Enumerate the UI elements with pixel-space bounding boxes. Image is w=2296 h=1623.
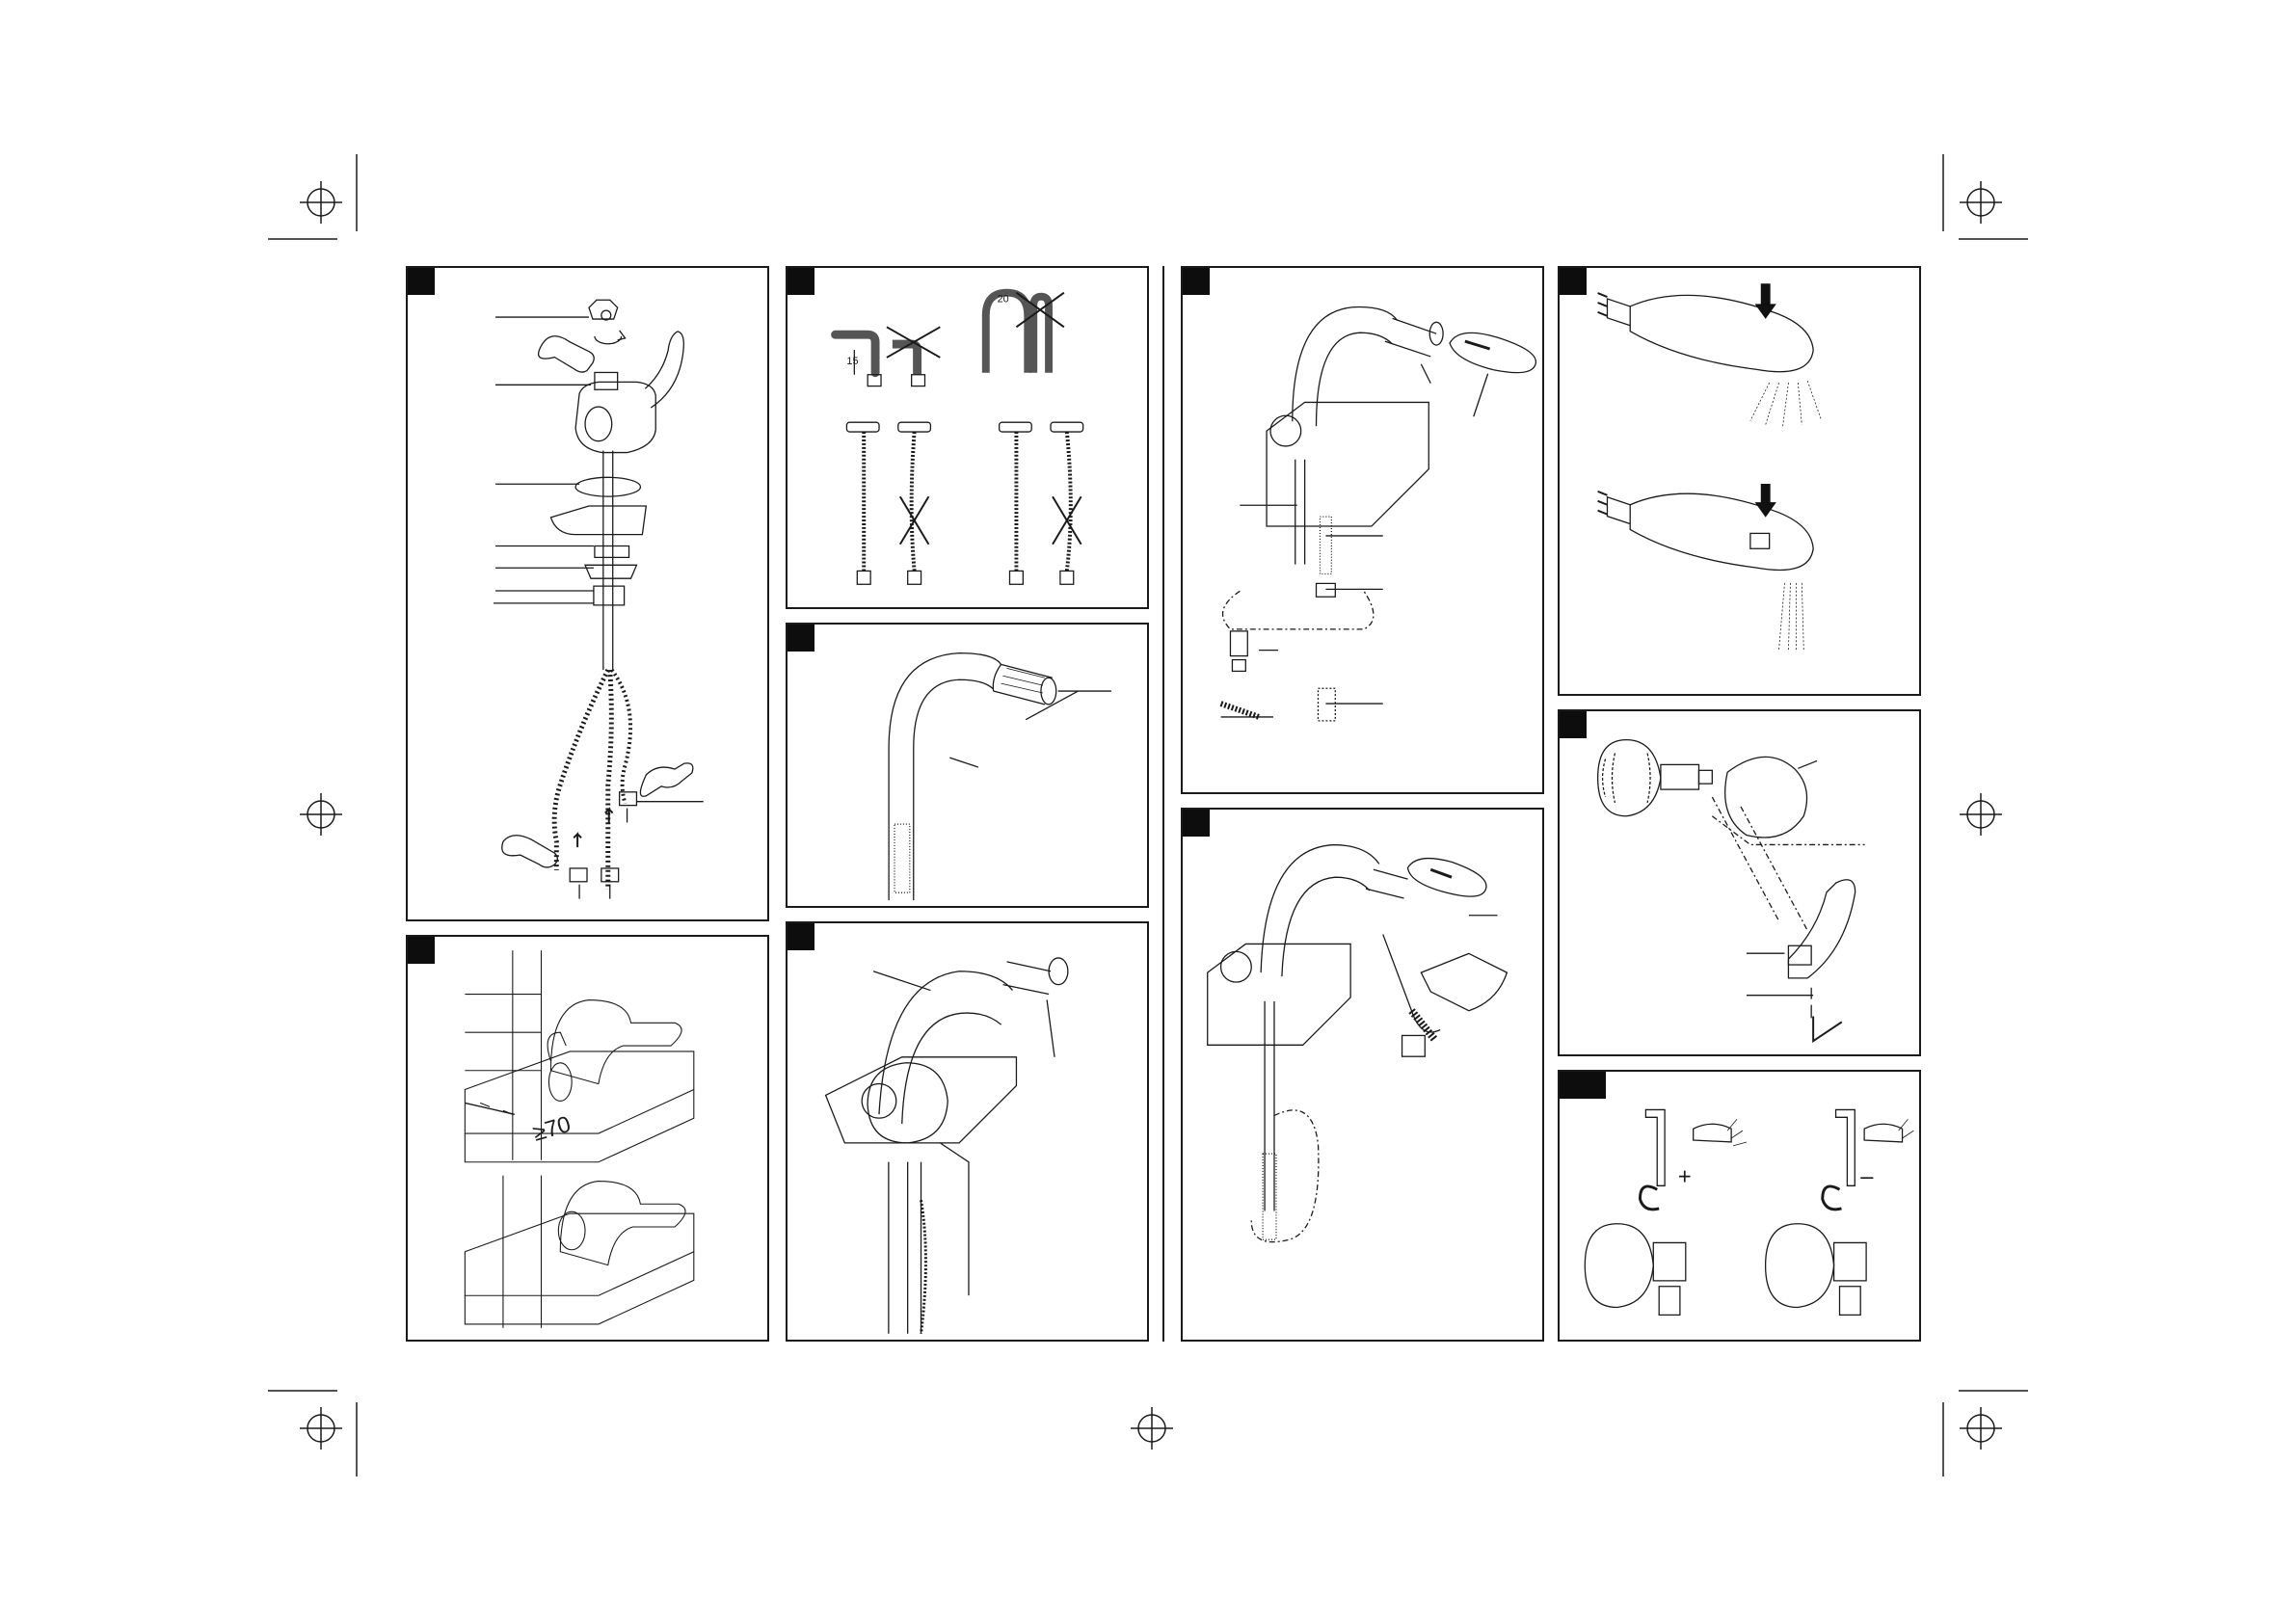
spray-modes-drawing (1560, 268, 1919, 694)
panel-cartridge-handle (1558, 709, 1921, 1056)
hand-shower-assembly-drawing (1183, 810, 1542, 1340)
panel-hand-shower-connection (1181, 266, 1544, 794)
hand-shower-connection-drawing (1183, 268, 1542, 792)
dimension-15: 15 (846, 356, 858, 367)
panel-spout-mounted (786, 921, 1149, 1342)
hose-bending-drawing: 15 20 (788, 268, 1147, 607)
cartridge-handle-drawing (1560, 711, 1919, 1054)
panel-installation-exploded (406, 266, 769, 921)
panel-spray-modes (1558, 266, 1921, 696)
panel-hand-shower-assembly (1181, 808, 1544, 1342)
dimension-20: 20 (998, 294, 1009, 306)
faucet-exploded-drawing (408, 268, 767, 919)
spout-drawing (788, 625, 1147, 906)
panel-spout (786, 623, 1149, 908)
clearance-dimension-70: ≥70 (530, 1112, 574, 1147)
increase-sign: + (1678, 1164, 1692, 1189)
mounting-clearance-drawing: ≥70 (408, 937, 767, 1340)
panel-temperature-adjust: + – (1558, 1070, 1921, 1342)
temperature-adjust-drawing: + – (1560, 1072, 1919, 1340)
panel-hose-bending: 15 20 (786, 266, 1149, 609)
panel-mounting-clearance: ≥70 (406, 935, 769, 1342)
decrease-sign: – (1860, 1164, 1874, 1189)
spout-mounted-drawing (788, 923, 1147, 1340)
